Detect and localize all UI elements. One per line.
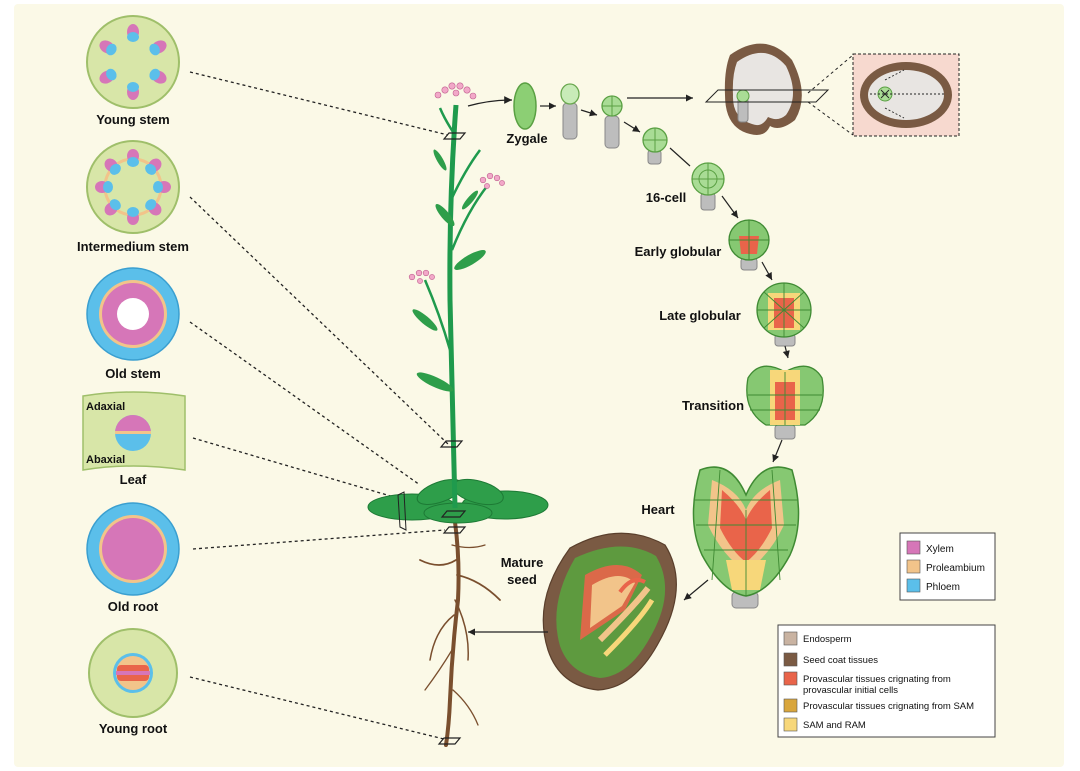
legend-label: Xylem bbox=[926, 544, 954, 555]
legend-swatch bbox=[783, 671, 798, 686]
abaxial-label: Abaxial bbox=[86, 454, 125, 466]
intermedium-stem-section: Intermedium stem bbox=[77, 140, 189, 254]
mature-seed: Mature seed bbox=[501, 532, 677, 691]
sixteen-cell-label: 16-cell bbox=[646, 190, 686, 205]
ovule-with-embryo bbox=[704, 43, 830, 135]
leaf-label: Leaf bbox=[120, 472, 147, 487]
zygote: Zygale bbox=[506, 82, 548, 146]
leaf-section: Adaxial Abaxial Leaf bbox=[82, 391, 186, 487]
ovule-cross-section bbox=[852, 53, 960, 137]
old-root-section: Old root bbox=[86, 502, 180, 614]
flower-clusters bbox=[408, 82, 505, 284]
legend-swatch bbox=[783, 652, 798, 667]
young-stem-label: Young stem bbox=[96, 112, 169, 127]
young-root-label: Young root bbox=[99, 721, 168, 736]
legend-label: Provascular tissues crignating from bbox=[803, 674, 951, 685]
connector-lines bbox=[189, 71, 449, 741]
rosette-leaves bbox=[367, 478, 549, 524]
early-globular-embryo: Early globular bbox=[635, 219, 770, 271]
legend-label: SAM and RAM bbox=[803, 720, 866, 731]
arabidopsis-plant bbox=[367, 82, 549, 747]
zygote-label: Zygale bbox=[506, 131, 547, 146]
flower-to-zygote-arrow bbox=[467, 96, 513, 107]
transition-label: Transition bbox=[682, 398, 744, 413]
young-root-section: Young root bbox=[88, 628, 178, 736]
section-markers bbox=[437, 132, 467, 745]
legend-swatch bbox=[906, 559, 921, 574]
old-root-label: Old root bbox=[108, 599, 159, 614]
legend-label: Seed coat tissues bbox=[803, 655, 878, 666]
legend-swatch bbox=[783, 698, 798, 713]
intermedium-stem-label: Intermedium stem bbox=[77, 239, 189, 254]
late-globular-embryo: Late globular bbox=[659, 282, 812, 347]
heart-label: Heart bbox=[641, 502, 675, 517]
legend-label: Provascular tissues crignating from SAM bbox=[803, 701, 974, 712]
early-globular-label: Early globular bbox=[635, 244, 722, 259]
transition-embryo: Transition bbox=[682, 365, 824, 440]
legend-swatch bbox=[783, 717, 798, 732]
eight-cell-embryo bbox=[642, 127, 668, 165]
legend-label-line2: provascular initial cells bbox=[803, 685, 898, 696]
vascular-bundles bbox=[99, 24, 167, 100]
mature-seed-label-line1: Mature bbox=[501, 555, 544, 570]
late-globular-label: Late globular bbox=[659, 308, 741, 323]
legend-label: Proleambium bbox=[926, 563, 985, 574]
mature-seed-label-line2: seed bbox=[507, 572, 537, 587]
root-system bbox=[419, 520, 501, 747]
legend-label: Endosperm bbox=[803, 634, 852, 645]
legend-label: Phloem bbox=[926, 582, 960, 593]
four-cell-embryo bbox=[601, 95, 623, 149]
old-stem-label: Old stem bbox=[105, 366, 161, 381]
sixteen-cell-embryo: 16-cell bbox=[646, 162, 725, 211]
heart-embryo: Heart bbox=[641, 466, 800, 609]
young-stem-section: Young stem bbox=[86, 15, 180, 127]
legend-swatch bbox=[906, 540, 921, 555]
legend-swatch bbox=[906, 578, 921, 593]
two-cell-embryo bbox=[560, 83, 580, 140]
adaxial-label: Adaxial bbox=[86, 401, 125, 413]
legend-swatch bbox=[783, 631, 798, 646]
old-stem-section: Old stem bbox=[86, 267, 180, 381]
